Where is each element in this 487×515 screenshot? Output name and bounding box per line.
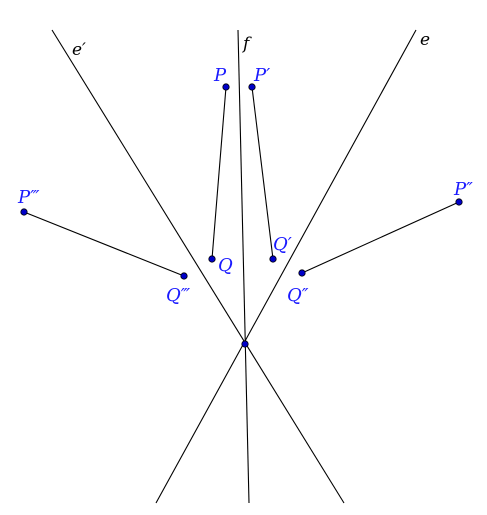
label-f: f bbox=[241, 34, 252, 54]
label-P: P bbox=[213, 65, 227, 86]
label-e-prime: e′ bbox=[72, 40, 86, 60]
line-e-prime bbox=[51, 29, 345, 504]
point-P1 bbox=[248, 83, 256, 91]
point-Q bbox=[208, 255, 216, 263]
segment-P1Q1 bbox=[251, 86, 274, 260]
point-P2 bbox=[455, 198, 463, 206]
point-Q1 bbox=[269, 255, 277, 263]
label-Q2: Q″ bbox=[287, 285, 309, 306]
segment-P2Q2 bbox=[301, 201, 460, 274]
point-center bbox=[241, 340, 249, 348]
label-P3: P‴ bbox=[17, 187, 40, 208]
label-Q: Q bbox=[218, 255, 233, 276]
point-P bbox=[222, 83, 230, 91]
label-e: e bbox=[420, 30, 430, 50]
label-Q1: Q′ bbox=[273, 234, 292, 255]
label-P1: P′ bbox=[253, 65, 270, 86]
label-P2: P″ bbox=[453, 179, 473, 200]
segment-P3Q3 bbox=[23, 211, 185, 277]
point-Q3 bbox=[180, 272, 188, 280]
point-Q2 bbox=[298, 269, 306, 277]
line-f bbox=[237, 29, 250, 504]
point-P3 bbox=[20, 208, 28, 216]
segment-PQ bbox=[211, 86, 227, 260]
line-e bbox=[155, 29, 417, 504]
label-Q3: Q‴ bbox=[166, 285, 191, 306]
